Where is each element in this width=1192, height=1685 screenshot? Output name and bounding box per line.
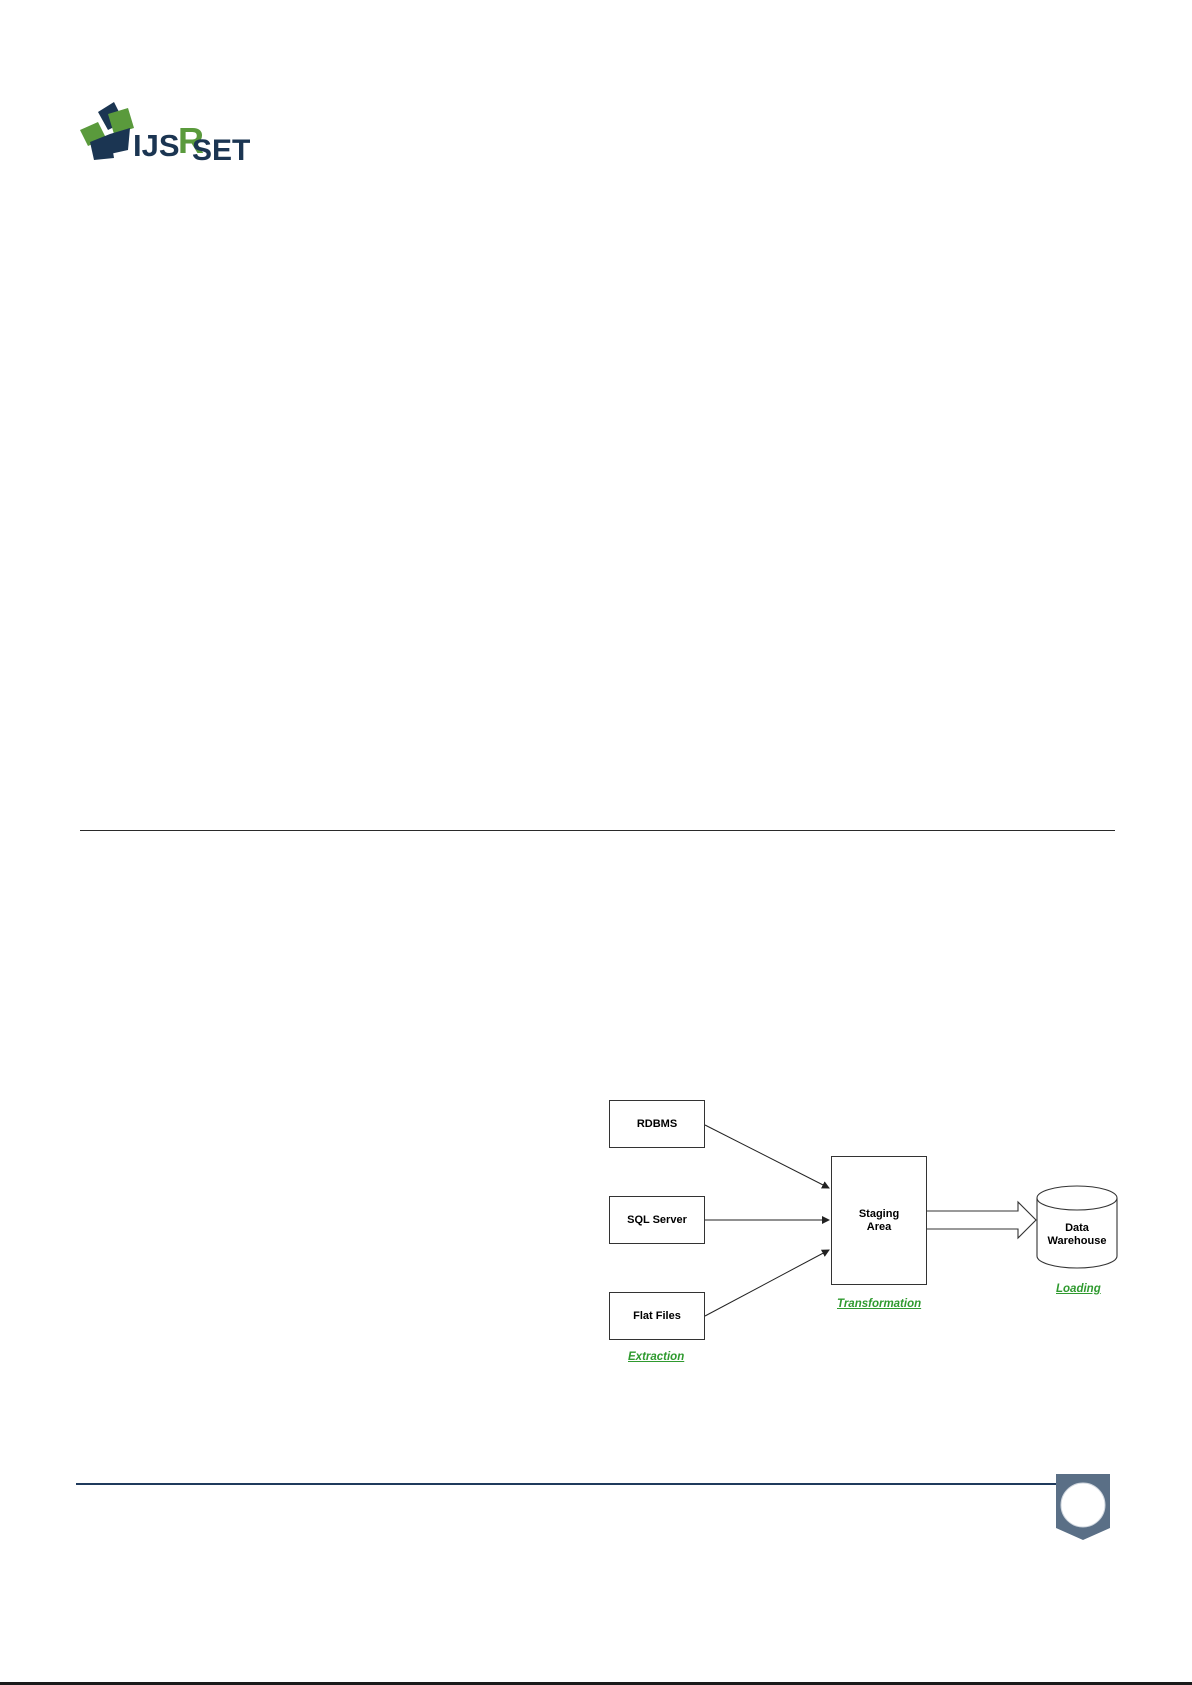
staging-area-box: Staging Area <box>831 1156 927 1285</box>
header-divider <box>80 830 1115 831</box>
footer-divider <box>76 1483 1056 1485</box>
source-box-sqlserver: SQL Server <box>609 1196 705 1244</box>
journal-logo: IJS R SET <box>80 100 270 166</box>
arrow-staging-to-warehouse <box>925 1200 1037 1240</box>
label-extraction: Extraction <box>628 1351 685 1363</box>
warehouse-label: Data Warehouse <box>1047 1222 1107 1247</box>
logo-text-set: SET <box>192 134 251 167</box>
etl-diagram: RDBMS SQL Server Flat Files Staging Area… <box>600 1090 1130 1370</box>
logo-text-r: R <box>178 120 204 161</box>
source-box-rdbms: RDBMS <box>609 1100 705 1148</box>
label-transformation: Transformation <box>837 1298 922 1310</box>
etl-connectors <box>704 1124 1118 1317</box>
page-bottom-edge <box>0 1682 1192 1685</box>
source-box-flatfiles: Flat Files <box>609 1292 705 1340</box>
page-number-badge-icon <box>1056 1474 1110 1540</box>
logo-emblem-icon <box>80 102 134 160</box>
arrow-flatfiles-to-staging <box>704 1249 830 1317</box>
page-badge <box>1050 1472 1116 1542</box>
arrow-rdbms-to-staging <box>704 1124 830 1189</box>
label-loading: Loading <box>1056 1283 1101 1295</box>
logo-text-ijs: IJS <box>133 128 180 163</box>
warehouse-cylinder-icon <box>1036 1185 1118 1269</box>
